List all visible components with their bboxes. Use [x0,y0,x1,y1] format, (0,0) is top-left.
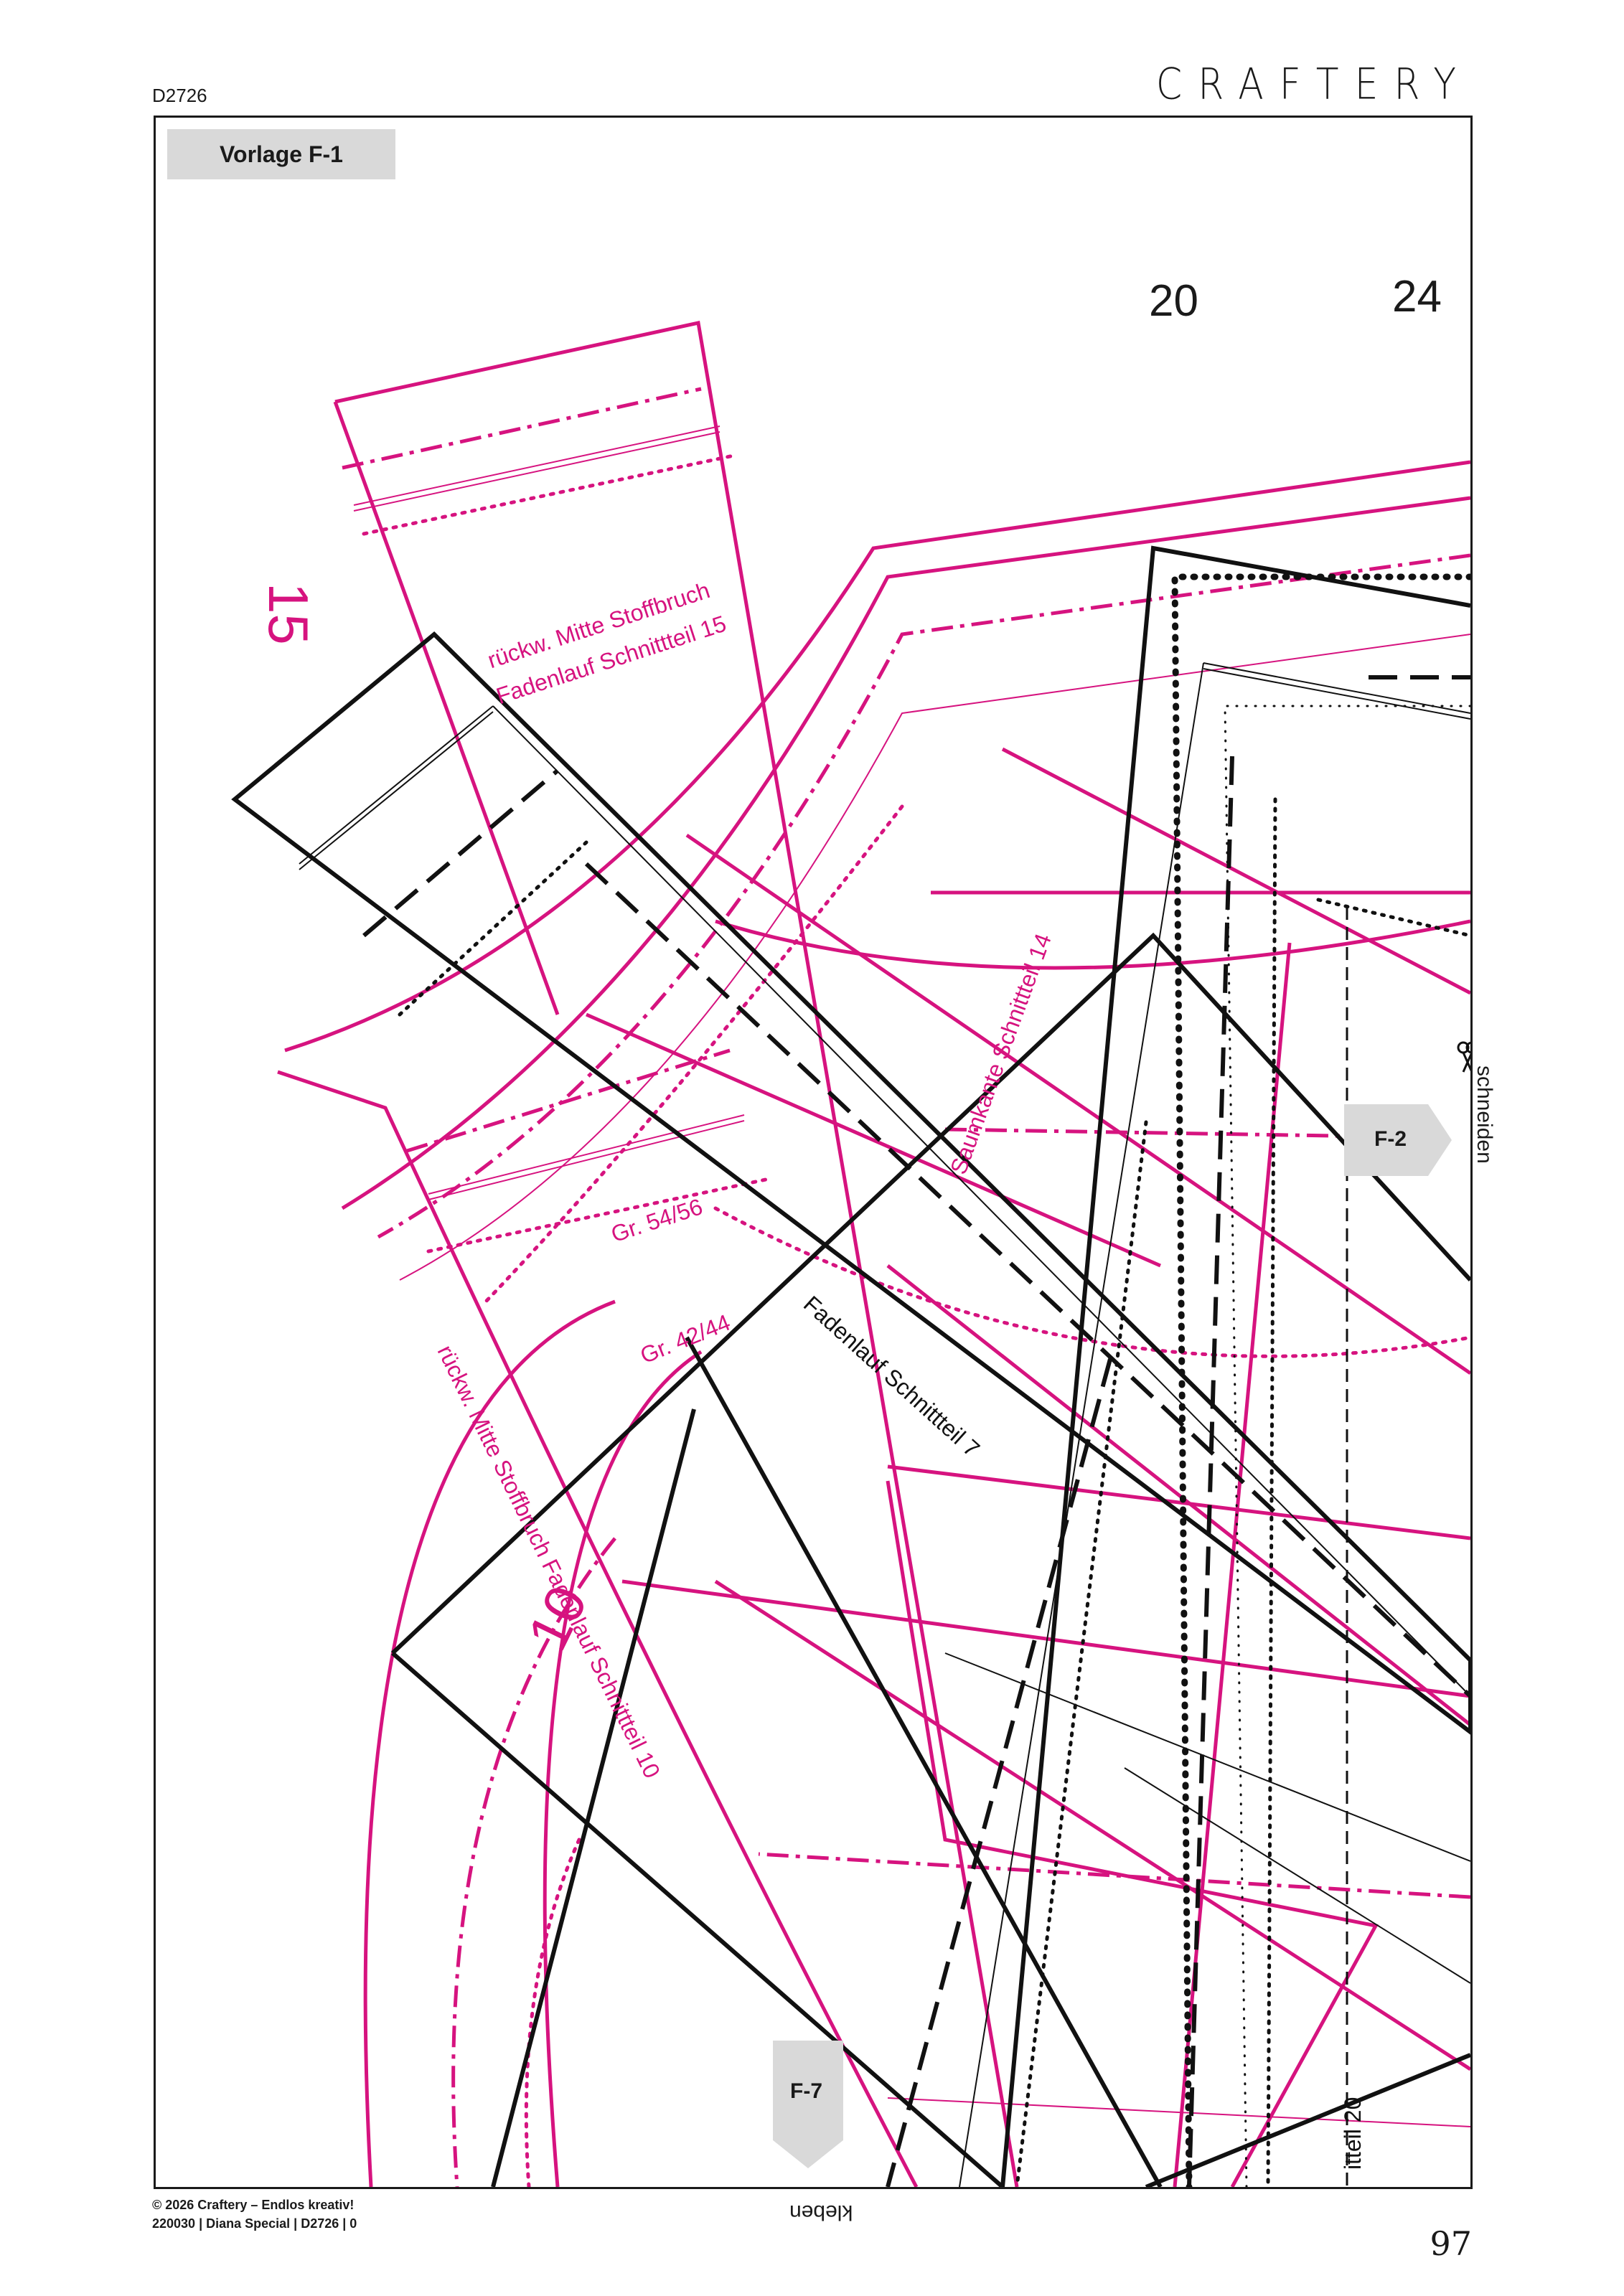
diag-4 [887,1464,1470,1540]
diag-8 [714,1579,1470,2071]
footer-copyright: © 2026 Craftery – Endlos kreativ! [152,2198,355,2212]
footer-issue: 220030 | Diana Special | D2726 | 0 [152,2216,357,2231]
piece-inner [886,1480,1379,2187]
curve-big-left-2 [543,1350,703,2187]
curve-top [284,460,1470,1053]
edge-label-glue: kleben [789,2201,853,2224]
black-upper-right [1000,545,1470,2187]
connector-f7-label: F-7 [790,2079,822,2103]
size-number-20: 20 [1149,276,1198,326]
pattern-sheet: Vorlage F-1 20 24 15 10 rückw. Mitte Sto… [154,116,1473,2189]
diag-6 [886,1264,1470,1726]
diag-1 [1001,747,1470,995]
diag-5 [621,1579,1470,1698]
connector-f2[interactable]: F-2 [1344,1104,1452,1176]
piece-number-15: 15 [257,583,320,645]
size-number-24: 24 [1392,272,1442,321]
edge-label-cut: schneiden [1473,1065,1496,1164]
connector-f2-label: F-2 [1374,1127,1407,1151]
connector-f7[interactable]: F-7 [773,2041,843,2168]
diag-9 [585,1012,1162,1268]
label-piece-20: itteil 20 [1340,2097,1366,2170]
footer-info: © 2026 Craftery – Endlos kreativ! 220030… [152,2196,357,2233]
curve-mid [715,919,1470,970]
curve-big-left [363,1299,616,2187]
pattern-drawing [231,321,1470,2187]
scissors-icon [1457,1041,1470,1073]
diag-3 [685,833,1470,1375]
template-label: Vorlage F-1 [167,129,395,179]
black-rect-top [231,631,1470,1735]
piece-15-outline [334,321,1019,2187]
piece-15-left-edge [333,401,560,1015]
pattern-code: D2726 [152,85,207,106]
brand-logo: CRAFTERY [1155,60,1472,110]
piece-10-outline [277,1070,919,2187]
page-number: 97 [1430,2224,1472,2263]
